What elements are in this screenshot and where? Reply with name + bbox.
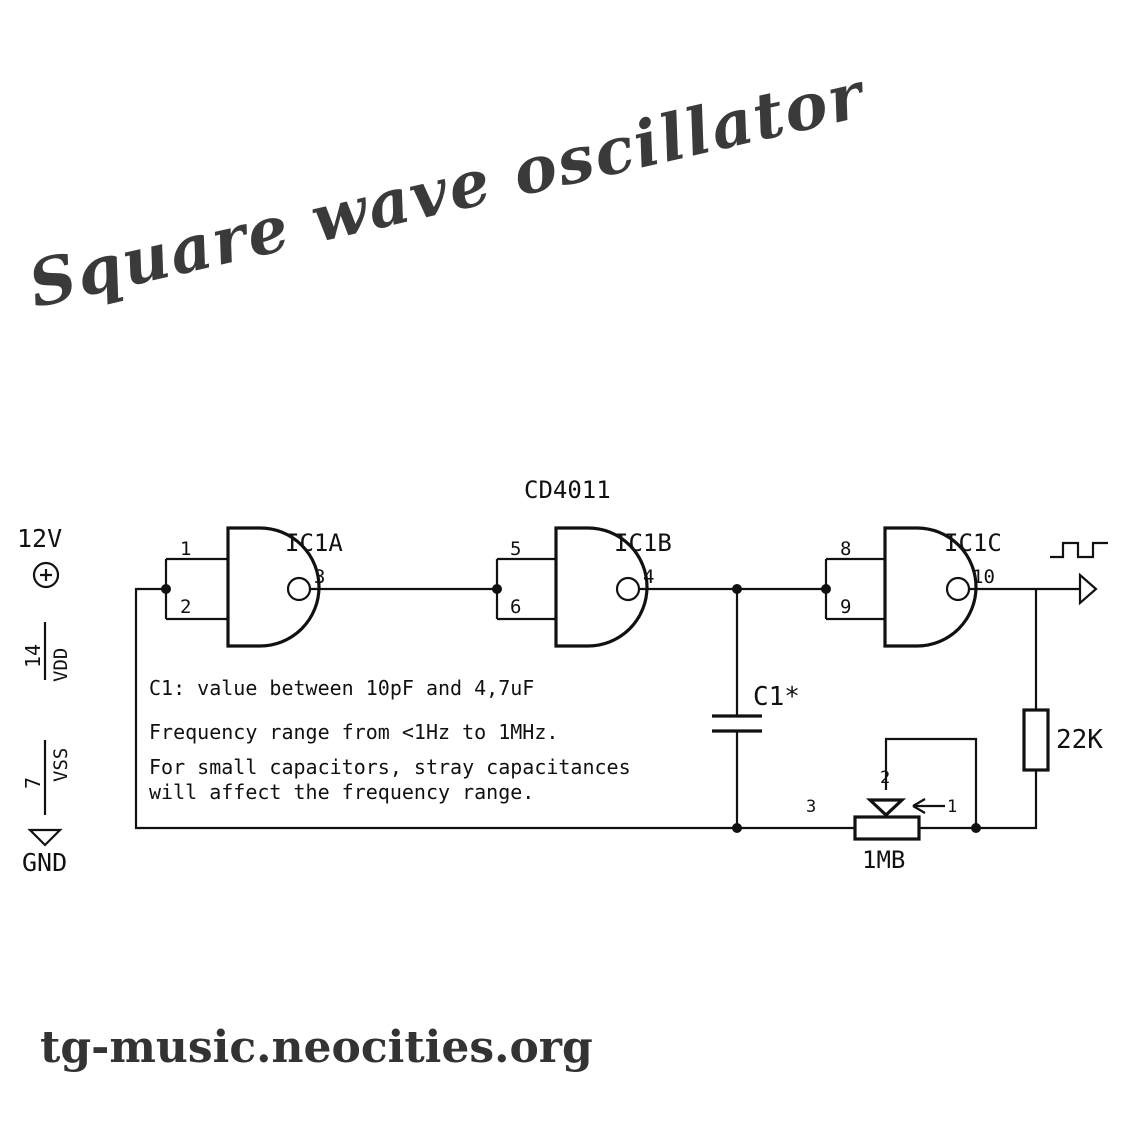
capacitor-c1: [712, 714, 762, 733]
ground-label: GND: [22, 848, 67, 877]
capacitor-label: C1*: [753, 682, 800, 712]
pin-label: 1: [947, 797, 957, 817]
pot-label: 1MB: [862, 846, 905, 874]
vss-label: VSS: [50, 748, 72, 782]
pin-label: 8: [840, 538, 851, 560]
pin-label: 6: [510, 596, 521, 618]
output-arrow-icon: [1078, 572, 1098, 606]
inverter-bubble: [615, 576, 641, 602]
pin-label: 9: [840, 596, 851, 618]
pin-label: 2: [880, 768, 890, 788]
ground-icon: [27, 828, 63, 847]
supply-label: 12V: [17, 524, 62, 553]
pin-label: 4: [643, 566, 654, 588]
inverter-bubble: [945, 576, 971, 602]
plus-icon: [32, 561, 60, 589]
pin-label: 3: [806, 797, 816, 817]
note-line: For small capacitors, stray capacitances: [149, 755, 631, 779]
pin-label: 2: [180, 596, 191, 618]
resistor-label: 22K: [1056, 725, 1103, 755]
vss-pin-number: 7: [21, 777, 45, 789]
note-line: C1: value between 10pF and 4,7uF: [149, 676, 534, 700]
resistor-22k: [1022, 708, 1050, 772]
nand-gate-body: [226, 526, 321, 648]
square-wave-icon: [1050, 541, 1108, 559]
vdd-pin-number: 14: [21, 644, 45, 668]
pin-label: 1: [180, 538, 191, 560]
nand-gate-body: [554, 526, 649, 648]
pin-label: 10: [972, 566, 995, 588]
pin-label: 5: [510, 538, 521, 560]
gate-label-ic1c: IC1C: [944, 529, 1002, 557]
gate-label-ic1b: IC1B: [614, 529, 672, 557]
potentiometer-1mb: [853, 798, 926, 841]
note-line: Frequency range from <1Hz to 1MHz.: [149, 720, 558, 744]
footer-url: tg-music.neocities.org: [40, 1022, 593, 1073]
nand-gate-body: [883, 526, 978, 648]
note-line: will affect the frequency range.: [149, 780, 534, 804]
inverter-bubble: [286, 576, 312, 602]
pin-label: 3: [314, 566, 325, 588]
junction-dots: [161, 584, 981, 833]
vdd-label: VDD: [50, 648, 72, 682]
gate-label-ic1a: IC1A: [285, 529, 343, 557]
ic-part-label: CD4011: [524, 476, 611, 504]
